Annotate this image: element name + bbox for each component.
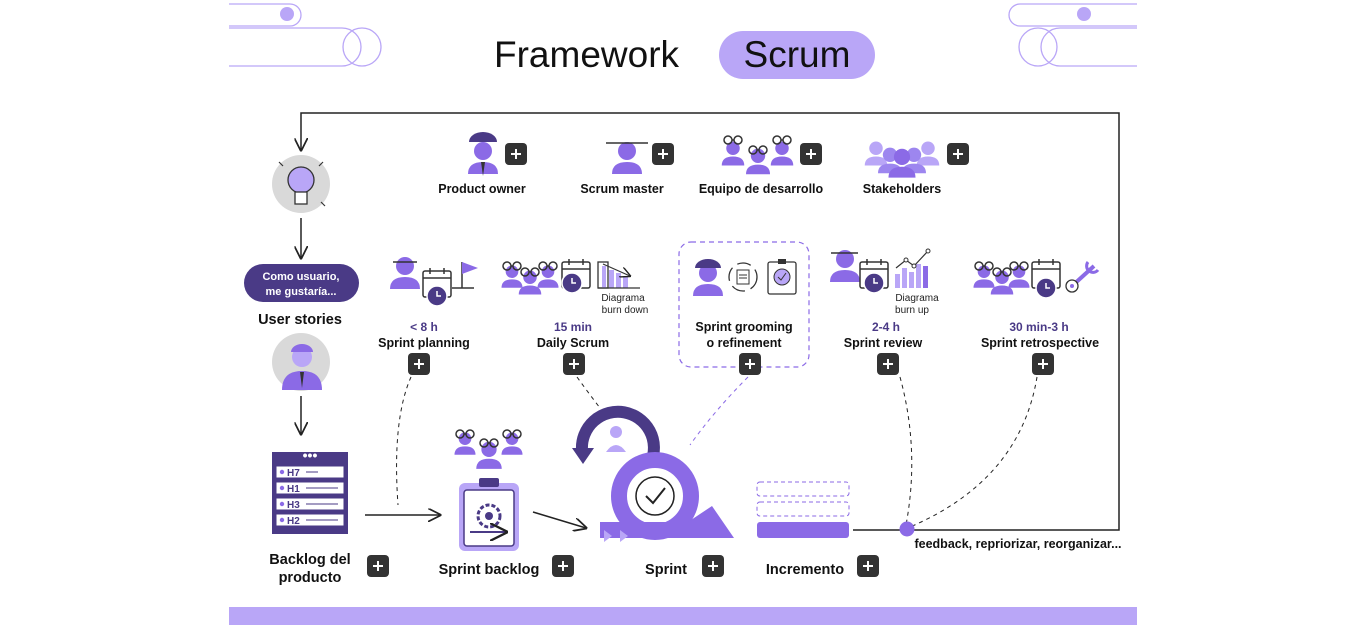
- daily-scrum-plus-button[interactable]: [562, 352, 586, 376]
- bubble-line2: me gustaría...: [266, 286, 337, 298]
- sprint-backlog-label: Sprint backlog: [439, 562, 540, 578]
- decorative-pill-top-left: [229, 3, 382, 67]
- title-highlight-pill: [719, 31, 875, 79]
- event-sprint-retro-icon: [973, 258, 1100, 299]
- burn-up-note-line2: burn up: [895, 305, 929, 316]
- burn-down-note-line2: burn down: [602, 305, 649, 316]
- event-connectors: [396, 376, 1038, 528]
- role-label: Product owner: [438, 182, 526, 196]
- user-story-bubble: Como usuario, me gustaría...: [244, 264, 359, 302]
- role-scrum-master: Scrum master: [580, 142, 664, 196]
- sprint-review-plus-button[interactable]: [876, 352, 900, 376]
- backlog-item-label: H7: [287, 468, 300, 479]
- product-owner-plus-button[interactable]: [504, 142, 528, 166]
- lightbulb-icon: [272, 155, 330, 213]
- sprint-planning-plus-button[interactable]: [407, 352, 431, 376]
- grooming-label-line2: o refinement: [706, 336, 782, 350]
- sprint-retro-label: Sprint retrospective: [981, 336, 1099, 350]
- sprint-backlog-plus-button[interactable]: [551, 554, 575, 578]
- arrow-sprint-backlog-to-sprint: [532, 511, 586, 528]
- sprint-plus-button[interactable]: [701, 554, 725, 578]
- stakeholders-plus-button[interactable]: [946, 142, 970, 166]
- role-dev-team: Equipo de desarrollo: [699, 135, 824, 196]
- sprint-retro-duration: 30 min-3 h: [1009, 320, 1068, 334]
- daily-scrum-label: Daily Scrum: [537, 336, 609, 350]
- backlog-item-label: H2: [287, 516, 300, 527]
- role-stakeholders: Stakeholders: [863, 141, 942, 196]
- role-product-owner: Product owner: [438, 132, 526, 196]
- sprint-retro-plus-button[interactable]: [1031, 352, 1055, 376]
- product-backlog-label-line2: producto: [279, 570, 342, 586]
- footer-bar: [229, 607, 1137, 625]
- user-stories-label: User stories: [258, 312, 342, 328]
- title-highlight: Scrum: [744, 34, 851, 75]
- bubble-line1: Como usuario,: [262, 271, 339, 283]
- daily-scrum-duration: 15 min: [554, 320, 592, 334]
- sprint-backlog-team-icon: [454, 429, 523, 469]
- grooming-label-line1: Sprint grooming: [695, 320, 792, 334]
- svg-text:•••: •••: [303, 447, 318, 463]
- dev-team-plus-button[interactable]: [799, 142, 823, 166]
- backlog-item: H7: [275, 465, 345, 479]
- increment-stack-icon: [756, 481, 850, 538]
- sprint-review-duration: 2-4 h: [872, 320, 900, 334]
- role-label: Stakeholders: [863, 182, 942, 196]
- role-label: Equipo de desarrollo: [699, 182, 824, 196]
- feedback-label: feedback, repriorizar, reorganizar...: [914, 537, 1121, 551]
- backlog-item: H3: [275, 497, 345, 511]
- burn-up-note-line1: Diagrama: [895, 293, 939, 304]
- role-label: Scrum master: [580, 182, 664, 196]
- sprint-planning-label: Sprint planning: [378, 336, 470, 350]
- event-sprint-planning-icon: [390, 257, 478, 307]
- sprint-label: Sprint: [645, 562, 687, 578]
- backlog-item: H2: [275, 513, 345, 527]
- scrum-master-plus-button[interactable]: [651, 142, 675, 166]
- feedback-node: [899, 521, 915, 537]
- backlog-item: H1: [275, 481, 345, 495]
- sprint-review-label: Sprint review: [844, 336, 923, 350]
- increment-label: Incremento: [766, 562, 844, 578]
- product-backlog-label-line1: Backlog del: [269, 552, 350, 568]
- product-backlog-stack: ••• H7 H1 H3 H2: [272, 447, 348, 534]
- feedback-loop-line: [301, 112, 1120, 531]
- sprint-cycle-icon: [572, 405, 734, 542]
- event-sprint-review-icon: [830, 248, 931, 294]
- user-avatar-icon: [272, 333, 330, 391]
- product-backlog-plus-button[interactable]: [366, 554, 390, 578]
- burn-down-note-line1: Diagrama: [601, 293, 645, 304]
- sprint-backlog-clipboard-icon: [459, 478, 519, 551]
- backlog-item-label: H1: [287, 484, 300, 495]
- sprint-grooming-plus-button[interactable]: [738, 352, 762, 376]
- event-sprint-grooming: Sprint grooming o refinement: [678, 241, 810, 368]
- increment-plus-button[interactable]: [856, 554, 880, 578]
- decorative-pill-top-right: [1008, 3, 1137, 67]
- page-title: Framework: [494, 34, 680, 75]
- backlog-item-label: H3: [287, 500, 300, 511]
- sprint-planning-duration: < 8 h: [410, 320, 438, 334]
- event-daily-scrum-icon: [501, 258, 640, 295]
